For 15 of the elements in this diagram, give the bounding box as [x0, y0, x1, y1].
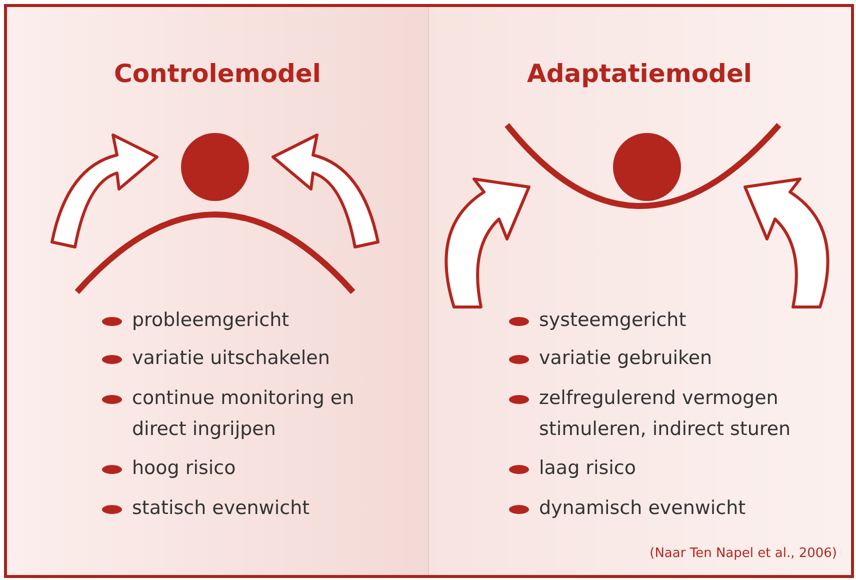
panel — [7, 7, 428, 575]
bullet-text: variatie uitschakelen — [132, 346, 331, 371]
panel-heading: Adaptatiemodel — [526, 59, 753, 88]
bullet-text: variatie gebruiken — [539, 346, 714, 371]
panel — [428, 7, 850, 575]
bullet-text: zelfregulerend vermogen stimuleren, indirect sturen — [539, 386, 792, 442]
bullet-text: probleemgericht — [132, 308, 290, 333]
panel-heading: Controlemodel — [113, 59, 322, 88]
bullet-text: continue monitoring en direct ingrijpen — [132, 386, 356, 442]
bullet-text: hoog risico — [132, 456, 237, 481]
bullet-text: systeemgericht — [539, 308, 688, 333]
bullet-text: dynamisch evenwicht — [539, 496, 747, 521]
bullet-text: statisch evenwicht — [132, 496, 311, 521]
bullet-text: laag risico — [539, 456, 638, 481]
source-note: (Naar Ten Napel et al., 2006) — [650, 546, 837, 561]
